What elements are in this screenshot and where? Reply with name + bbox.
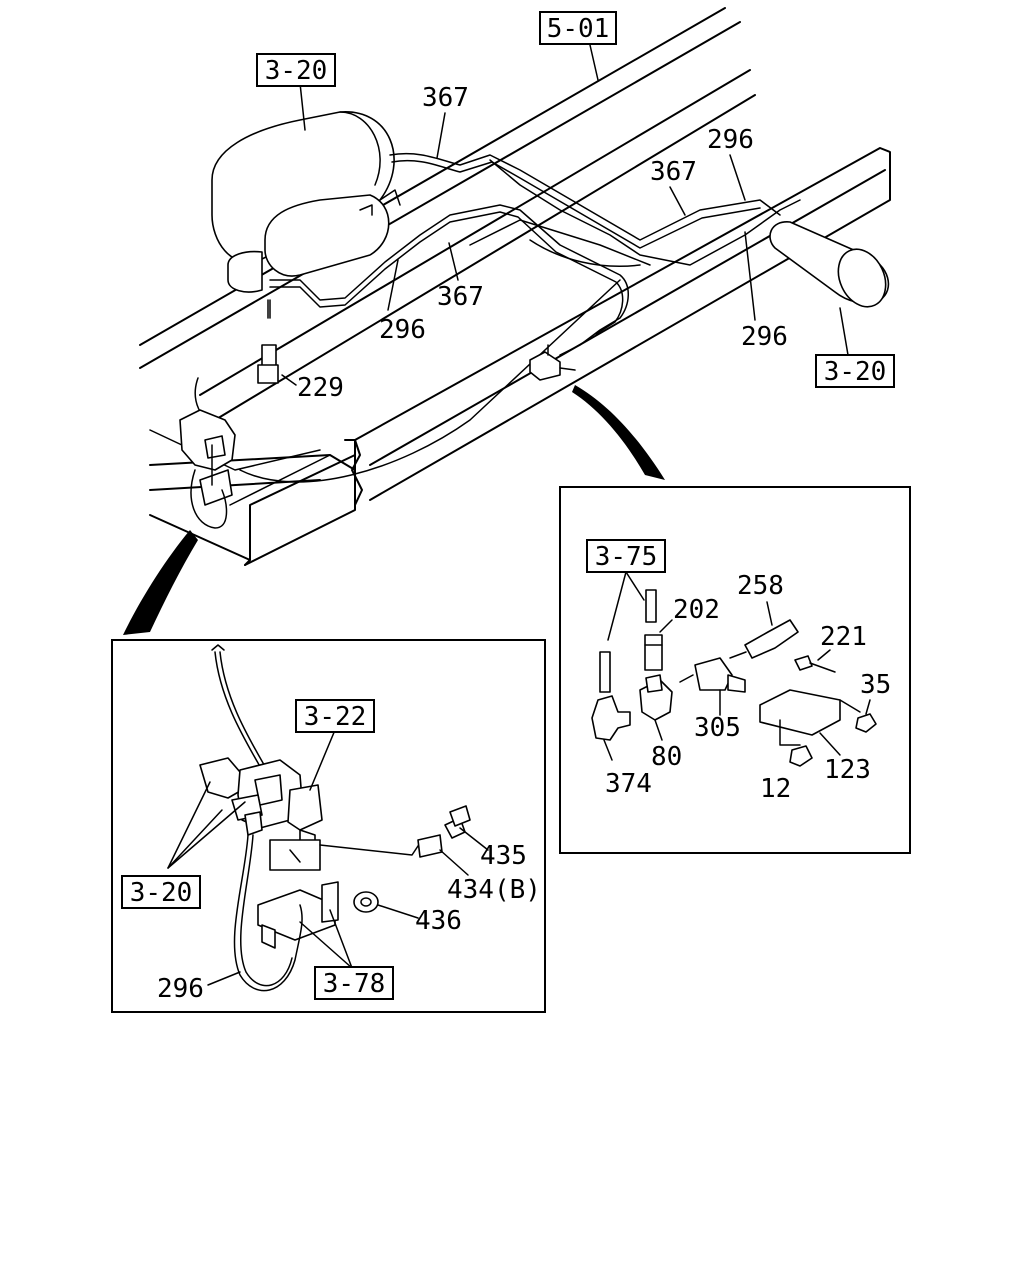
label-374: 374 xyxy=(605,769,652,799)
ref-3-20-inset: 3-20 xyxy=(121,875,201,909)
label-296-inset: 296 xyxy=(157,974,204,1004)
label-435: 435 xyxy=(480,841,527,871)
label-35: 35 xyxy=(860,670,891,700)
ref-3-20-top: 3-20 xyxy=(256,53,336,87)
label-202: 202 xyxy=(673,595,720,625)
ref-5-01-text: 5-01 xyxy=(547,14,610,44)
ref-3-20-inset-text: 3-20 xyxy=(130,878,193,908)
ref-3-20-right-text: 3-20 xyxy=(824,357,887,387)
label-367-b: 367 xyxy=(650,157,697,187)
leader-lines-main xyxy=(299,44,849,356)
label-305: 305 xyxy=(694,713,741,743)
inset-right-labels: 202 258 221 35 305 80 374 123 12 xyxy=(605,571,891,804)
label-12: 12 xyxy=(760,774,791,804)
air-tank-right xyxy=(769,221,890,308)
ref-3-75-text: 3-75 xyxy=(595,542,658,572)
callout-arrow-right xyxy=(572,385,665,480)
label-436: 436 xyxy=(415,906,462,936)
label-221: 221 xyxy=(820,622,867,652)
inset-left xyxy=(111,639,546,1013)
label-229: 229 xyxy=(297,373,344,403)
air-tank-left xyxy=(211,111,401,293)
fitting-frame-right xyxy=(529,344,576,381)
ref-3-22: 3-22 xyxy=(295,699,375,733)
callout-arrow-left xyxy=(123,530,198,635)
label-296-c: 296 xyxy=(741,322,788,352)
ref-3-20-top-text: 3-20 xyxy=(265,56,328,86)
inset-left-labels: 435 434(B) 436 296 xyxy=(157,841,541,1004)
part-229 xyxy=(257,344,297,386)
label-367-a: 367 xyxy=(422,83,469,113)
label-296-b: 296 xyxy=(379,315,426,345)
label-123: 123 xyxy=(824,755,871,785)
chassis-frame xyxy=(139,7,891,566)
label-296-a: 296 xyxy=(707,125,754,155)
label-434b: 434(B) xyxy=(447,875,541,905)
ref-5-01: 5-01 xyxy=(539,11,617,45)
ref-3-78: 3-78 xyxy=(314,966,394,1000)
ref-3-22-text: 3-22 xyxy=(304,702,367,732)
label-367-c: 367 xyxy=(437,282,484,312)
valve-assembly-frame xyxy=(179,409,236,529)
inset-right: 3-75 xyxy=(559,486,911,854)
ref-3-78-text: 3-78 xyxy=(323,969,386,999)
ref-3-20-right: 3-20 xyxy=(815,354,895,388)
label-258: 258 xyxy=(737,571,784,601)
pipe-lines xyxy=(194,152,801,431)
label-80: 80 xyxy=(651,742,682,772)
